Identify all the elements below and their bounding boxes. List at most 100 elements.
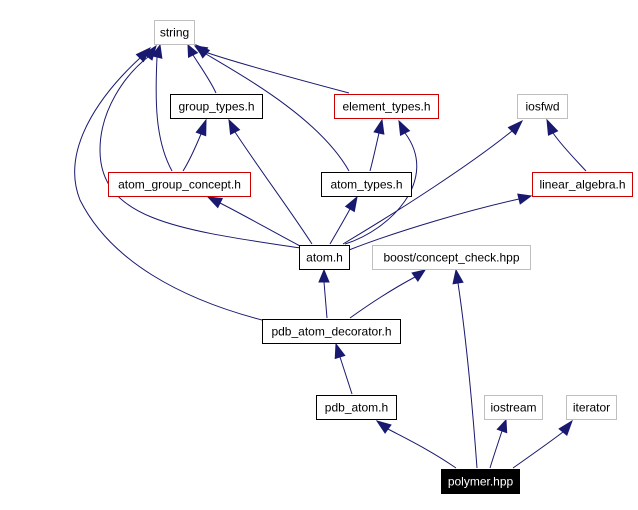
arrowhead xyxy=(143,44,157,61)
edge-element-types-to-string xyxy=(193,45,350,94)
node-label: atom.h xyxy=(306,251,343,265)
node-label: pdb_atom.h xyxy=(325,401,388,415)
arrowhead xyxy=(344,195,358,213)
arrowhead xyxy=(228,118,241,136)
edge-atom-to-group-types xyxy=(228,118,313,245)
node-box xyxy=(170,94,263,119)
node-label: group_types.h xyxy=(178,100,254,114)
edge-line xyxy=(234,131,313,245)
node-box xyxy=(262,319,401,344)
edge-atom-to-atom-group-concept xyxy=(206,196,301,247)
edge-line xyxy=(512,431,564,469)
node-label: iosfwd xyxy=(525,100,559,114)
node-box xyxy=(484,395,543,420)
node-box xyxy=(316,395,397,420)
edge-line xyxy=(489,430,503,469)
node-box xyxy=(321,172,412,197)
arrowhead xyxy=(452,268,464,285)
edge-line xyxy=(182,133,202,172)
edge-pdb-atom-decorator-to-string xyxy=(74,46,271,323)
node-label: element_types.h xyxy=(342,100,430,114)
node-label: linear_algebra.h xyxy=(539,178,625,192)
node-label: boost/concept_check.hpp xyxy=(383,251,519,265)
edge-line xyxy=(348,198,520,251)
arrowhead xyxy=(373,118,385,135)
arrowhead xyxy=(558,419,573,437)
node-pdb-atom-decorator[interactable]: pdb_atom_decorator.h xyxy=(262,319,401,344)
arrowhead xyxy=(496,418,508,434)
node-label: atom_types.h xyxy=(330,178,402,192)
arrowhead xyxy=(546,118,559,136)
node-element-types[interactable]: element_types.h xyxy=(334,94,439,119)
edge-line xyxy=(219,202,301,247)
node-box xyxy=(108,172,251,197)
node-box xyxy=(372,245,531,270)
node-label: atom_group_concept.h xyxy=(118,178,241,192)
edge-line xyxy=(339,356,353,395)
node-label: string xyxy=(160,26,189,40)
edges-layer xyxy=(74,43,587,469)
edge-atom-to-string xyxy=(99,44,301,249)
arrowhead xyxy=(334,342,346,360)
arrowhead xyxy=(517,193,533,205)
edge-atom-to-element-types xyxy=(344,119,418,245)
node-pdb-atom[interactable]: pdb_atom.h xyxy=(316,395,397,420)
node-box xyxy=(566,395,617,420)
edge-pdb-atom-to-pdb-atom-decorator xyxy=(334,342,353,395)
edge-pdb-atom-decorator-to-concept-check xyxy=(349,269,427,319)
edge-line xyxy=(387,428,457,469)
node-label: iostream xyxy=(490,401,536,415)
node-linear-algebra[interactable]: linear_algebra.h xyxy=(532,172,633,197)
edge-linear-algebra-to-iosfwd xyxy=(546,118,587,172)
edge-line xyxy=(329,208,351,245)
node-concept-check: boost/concept_check.hpp xyxy=(372,245,531,270)
node-polymer: polymer.hpp xyxy=(441,469,520,494)
edge-atom-types-to-string xyxy=(194,44,350,172)
edge-polymer-to-pdb-atom xyxy=(375,420,457,469)
edge-polymer-to-concept-check xyxy=(452,268,478,469)
edge-line xyxy=(323,281,328,319)
node-label: polymer.hpp xyxy=(448,475,514,489)
node-box xyxy=(532,172,633,197)
edge-line xyxy=(344,132,418,245)
node-atom-types[interactable]: atom_types.h xyxy=(321,172,412,197)
edge-line xyxy=(552,132,587,172)
node-group-types[interactable]: group_types.h xyxy=(170,94,263,119)
node-box xyxy=(334,94,439,119)
edge-line xyxy=(349,276,416,319)
edge-line xyxy=(155,56,173,172)
nodes-layer: string group_types.h element_types.h iosfwd… xyxy=(108,20,633,494)
node-iterator: iterator xyxy=(566,395,617,420)
node-atom-group-concept[interactable]: atom_group_concept.h xyxy=(108,172,251,197)
node-box xyxy=(517,94,568,119)
edge-atom-to-iosfwd xyxy=(342,119,524,245)
edge-line xyxy=(205,53,350,172)
node-label: pdb_atom_decorator.h xyxy=(271,325,391,339)
arrowhead xyxy=(187,43,199,59)
arrowhead xyxy=(206,196,224,209)
node-box xyxy=(154,20,195,45)
edge-line xyxy=(204,51,350,94)
arrowhead xyxy=(151,43,163,59)
edge-polymer-to-iostream xyxy=(489,418,508,469)
arrowhead xyxy=(135,46,152,63)
edge-atom-to-atom-types xyxy=(329,195,358,245)
arrowhead xyxy=(375,420,392,434)
edge-atom-group-concept-to-group-types xyxy=(182,118,207,172)
edge-line xyxy=(457,282,478,469)
edge-atom-types-to-element-types xyxy=(369,118,385,172)
node-atom[interactable]: atom.h xyxy=(299,245,350,270)
node-box xyxy=(299,245,350,270)
arrowhead xyxy=(194,44,211,59)
edge-atom-to-linear-algebra xyxy=(348,193,533,251)
edge-pdb-atom-decorator-to-atom xyxy=(318,268,330,319)
arrowhead xyxy=(318,268,330,283)
edge-line xyxy=(99,56,301,249)
arrowhead xyxy=(398,119,411,137)
arrowhead xyxy=(411,269,427,282)
arrowhead xyxy=(507,119,524,136)
node-box xyxy=(441,469,520,494)
node-iosfwd: iosfwd xyxy=(517,94,568,119)
edge-group-types-to-string xyxy=(187,43,217,94)
